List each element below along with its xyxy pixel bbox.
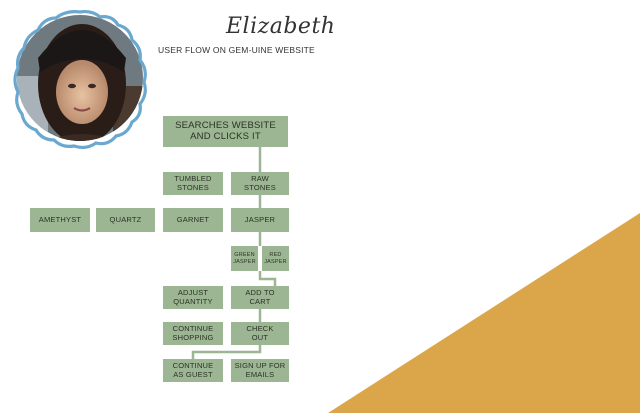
author-name: Elizabeth — [226, 14, 336, 39]
node-quartz: QUARTZ — [96, 208, 155, 232]
node-green-jasper: GREEN JASPER — [231, 246, 258, 271]
node-check-out: CHECK OUT — [231, 322, 289, 345]
node-searches-website: SEARCHES WEBSITE AND CLICKS IT — [163, 116, 288, 147]
node-jasper: JASPER — [231, 208, 289, 232]
node-continue-shopping: CONTINUE SHOPPING — [163, 322, 223, 345]
node-garnet: GARNET — [163, 208, 223, 232]
node-tumbled-stones: TUMBLED STONES — [163, 172, 223, 195]
avatar-ring — [13, 9, 147, 150]
page-subtitle: USER FLOW ON GEM-UINE WEBSITE — [158, 45, 315, 55]
node-raw-stones: RAW STONES — [231, 172, 289, 195]
node-add-to-cart: ADD TO CART — [231, 286, 289, 309]
node-red-jasper: RED JASPER — [262, 246, 289, 271]
node-adjust-quantity: ADJUST QUANTITY — [163, 286, 223, 309]
node-amethyst: AMETHYST — [30, 208, 90, 232]
node-sign-up-for-emails: SIGN UP FOR EMAILS — [231, 359, 289, 382]
node-continue-as-guest: CONTINUE AS GUEST — [163, 359, 223, 382]
avatar — [8, 6, 152, 150]
